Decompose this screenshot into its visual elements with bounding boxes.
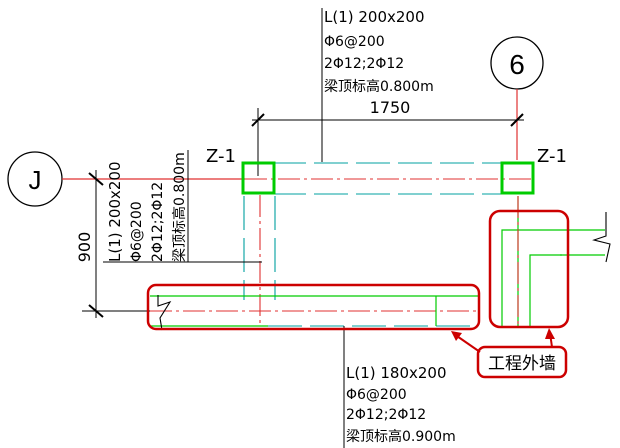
wall-right-inner (529, 254, 562, 326)
beam-left-annotation: L(1) 200x200 Φ6@200 2Φ12;2Φ12 梁顶标高0.800m (103, 150, 262, 263)
beam-bottom-stirrup: Φ6@200 (346, 387, 407, 403)
dim-tick-right (510, 113, 524, 127)
beam-top-annotation: L(1) 200x200 Φ6@200 2Φ12;2Φ12 梁顶标高0.800m (321, 8, 434, 162)
break-line-right (592, 212, 611, 263)
beam-left-name: L(1) 200x200 (106, 161, 124, 262)
beam-top-rebar: 2Φ12;2Φ12 (324, 56, 404, 72)
beam-bottom-name: L(1) 180x200 (346, 364, 447, 382)
walls (150, 196, 605, 327)
beam-top-name: L(1) 200x200 (324, 8, 425, 26)
callout-arrow-right-head (545, 328, 555, 339)
dim-tick-top (88, 172, 104, 186)
callout-exterior-wall: 工程外墙 (451, 328, 568, 379)
beam-left-elevation: 梁顶标高0.800m (171, 152, 188, 262)
column-label-left: Z-1 (206, 146, 236, 167)
callout-box (476, 345, 568, 379)
axis-bubble-J: J (7, 151, 63, 207)
column-box-left (241, 161, 276, 195)
wall-right-outer (501, 229, 560, 326)
beam-outlines (243, 162, 505, 327)
beam-bottom-elevation: 梁顶标高0.900m (346, 428, 456, 445)
beam-top-elevation: 梁顶标高0.800m (324, 78, 434, 95)
axis-label-J: J (29, 165, 42, 195)
highlight-wall-right (488, 209, 570, 329)
highlight-wall-bottom (146, 283, 481, 331)
column-label-right: Z-1 (537, 146, 567, 167)
beam-left-stirrup: Φ6@200 (129, 201, 145, 262)
dim-text-span: 1750 (370, 98, 411, 117)
dimension-span: 1750 (251, 98, 524, 176)
break-line-left (157, 295, 172, 331)
column-box-right (500, 161, 535, 195)
dimension-offset: 900 (75, 170, 150, 318)
beam-top-stirrup: Φ6@200 (324, 34, 385, 50)
beam-bottom-rebar: 2Φ12;2Φ12 (346, 407, 426, 423)
beam-bottom-annotation: L(1) 180x200 Φ6@200 2Φ12;2Φ12 梁顶标高0.900m (343, 326, 456, 448)
dim-tick-left (251, 113, 265, 127)
beam-left-rebar: 2Φ12;2Φ12 (150, 182, 166, 262)
axis-label-6: 6 (509, 49, 525, 80)
axis-bubble-6: 6 (490, 36, 544, 90)
callout-arrow-left-head (451, 331, 462, 341)
callout-label: 工程外墙 (488, 354, 556, 374)
dim-text-offset: 900 (75, 232, 94, 263)
